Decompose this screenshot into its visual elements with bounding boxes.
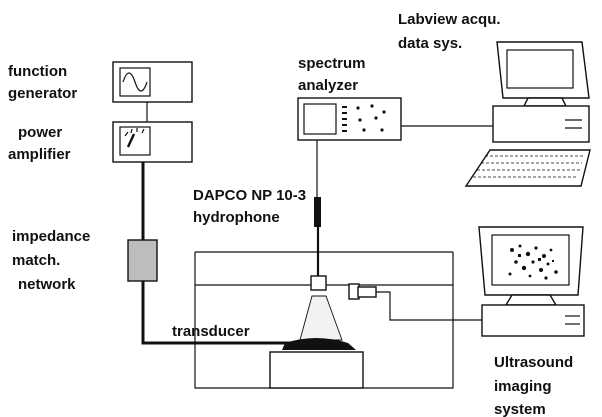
labview-cpu bbox=[492, 105, 590, 143]
label-transducer: transducer bbox=[172, 323, 250, 340]
ultrasound-monitor-stand bbox=[504, 294, 558, 306]
label-spectrum: spectrum bbox=[298, 55, 366, 72]
label-hydrophone: hydrophone bbox=[193, 209, 280, 226]
label-function: function bbox=[8, 63, 67, 80]
keyboard-keys bbox=[473, 155, 584, 178]
meter-dial-icon bbox=[119, 126, 151, 156]
function-generator-box bbox=[112, 61, 193, 103]
power-amplifier bbox=[112, 121, 193, 163]
function-generator bbox=[112, 61, 193, 103]
labview-keyboard bbox=[464, 149, 591, 187]
label-dapco: DAPCO NP 10-3 bbox=[193, 187, 306, 204]
label-generator: generator bbox=[8, 85, 77, 102]
analyzer-controls bbox=[342, 104, 386, 132]
impedance-matching-network-box bbox=[127, 239, 158, 282]
label-imaging: imaging bbox=[494, 378, 552, 395]
ultrasound-speckle-image bbox=[508, 244, 558, 280]
imaging-probe bbox=[348, 283, 482, 321]
labview-screen bbox=[506, 49, 574, 89]
label-analyzer: analyzer bbox=[298, 77, 358, 94]
label-match: match. bbox=[12, 252, 60, 269]
label-labview: Labview acqu. bbox=[398, 11, 501, 28]
label-ultrasound: Ultrasound bbox=[494, 354, 573, 371]
hydrophone-body bbox=[314, 197, 321, 227]
hydrophone bbox=[310, 140, 327, 291]
ultrasound-cpu bbox=[481, 304, 585, 337]
water-tank bbox=[194, 251, 454, 389]
labview-monitor-stand bbox=[522, 97, 568, 107]
sine-wave-curve bbox=[122, 72, 148, 92]
computer-icon bbox=[464, 41, 591, 187]
label-amplifier: amplifier bbox=[8, 146, 71, 163]
probe-handle bbox=[357, 286, 377, 298]
analyzer-screen bbox=[303, 103, 337, 135]
label-network: network bbox=[18, 276, 76, 293]
label-data-sys: data sys. bbox=[398, 35, 462, 52]
label-system: system bbox=[494, 401, 546, 417]
sine-wave-icon bbox=[119, 67, 151, 97]
transducer-stand bbox=[269, 351, 364, 389]
probe-cable bbox=[376, 291, 482, 321]
labview-monitor bbox=[496, 41, 590, 99]
meter-ticks bbox=[124, 128, 145, 137]
spectrum-analyzer-box bbox=[297, 97, 402, 141]
ultrasound-beam bbox=[299, 295, 343, 341]
spectrum-analyzer bbox=[297, 97, 402, 141]
hydrophone-tip bbox=[310, 275, 327, 291]
label-impedance: impedance bbox=[12, 228, 90, 245]
meter-needle bbox=[126, 133, 136, 148]
power-amplifier-box bbox=[112, 121, 193, 163]
ultrasound-monitor bbox=[478, 226, 584, 296]
monitor-icon bbox=[478, 226, 585, 337]
impedance-to-transducer-cable bbox=[141, 281, 290, 345]
transducer-element bbox=[282, 338, 356, 350]
label-power: power bbox=[18, 124, 62, 141]
ultrasound-screen-frame bbox=[491, 234, 570, 286]
